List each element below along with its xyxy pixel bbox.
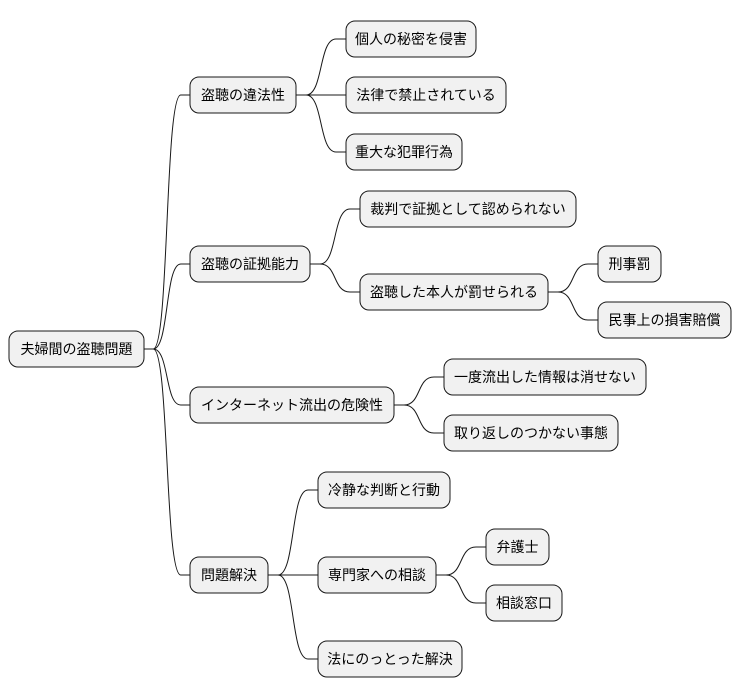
- edge-consult-expert-to-consultation-desk: [436, 574, 486, 604]
- edge-eavesdropper-punished-to-civil-damages: [548, 291, 598, 321]
- node-box: [485, 528, 550, 566]
- edge-evidence-to-eavesdropper-punished: [310, 263, 360, 293]
- node-civil-damages: 民事上の損害賠償: [597, 301, 732, 339]
- node-box: [189, 245, 311, 283]
- node-box: [597, 245, 662, 283]
- node-label: 法にのっとった解決: [327, 652, 453, 668]
- node-box: [443, 414, 619, 452]
- node-box: [345, 76, 507, 114]
- node-box: [597, 301, 732, 339]
- node-box: [485, 584, 563, 622]
- node-criminal-penalty: 刑事罰: [597, 245, 662, 283]
- edge-root-to-internet-risk: [144, 348, 190, 406]
- node-label: 弁護士: [497, 540, 539, 556]
- edge-root-to-evidence: [144, 263, 190, 350]
- node-label: 個人の秘密を侵害: [355, 31, 467, 48]
- node-label: 専門家への相談: [328, 567, 426, 584]
- node-label: 盗聴の違法性: [201, 88, 285, 104]
- node-label: 民事上の損害賠償: [609, 313, 721, 329]
- node-label: 重大な犯罪行為: [355, 145, 453, 161]
- edge-illegality-to-privacy-violation: [296, 38, 346, 96]
- node-label: 盗聴した本人が罰せられる: [370, 285, 538, 301]
- node-label: 盗聴の証拠能力: [201, 257, 299, 273]
- node-prohibited-by-law: 法律で禁止されている: [345, 76, 507, 114]
- node-box: [189, 556, 269, 594]
- node-label: 取り返しのつかない事態: [454, 426, 608, 442]
- node-box: [189, 76, 297, 114]
- node-label: 夫婦間の盗聴問題: [21, 341, 133, 358]
- node-label: 刑事罰: [609, 257, 651, 273]
- edge-eavesdropper-punished-to-criminal-penalty: [548, 263, 598, 293]
- node-label: 一度流出した情報は消せない: [454, 370, 636, 386]
- node-label: 法律で禁止されている: [356, 88, 496, 104]
- node-box: [317, 640, 463, 678]
- node-evidence: 盗聴の証拠能力: [189, 245, 311, 283]
- node-legal-resolution: 法にのっとった解決: [317, 640, 463, 678]
- node-consultation-desk: 相談窓口: [485, 584, 563, 622]
- node-irreversible: 取り返しのつかない事態: [443, 414, 619, 452]
- node-box: [345, 20, 477, 58]
- node-cannot-erase: 一度流出した情報は消せない: [443, 358, 647, 396]
- edge-consult-expert-to-lawyer: [436, 546, 486, 576]
- node-lawyer: 弁護士: [485, 528, 550, 566]
- node-consult-expert: 専門家への相談: [317, 556, 437, 594]
- node-label: インターネット流出の危険性: [201, 398, 383, 414]
- node-box: [359, 273, 549, 311]
- node-label: 冷静な判断と行動: [328, 483, 440, 499]
- node-box: [8, 330, 145, 368]
- node-internet-risk: インターネット流出の危険性: [189, 386, 395, 424]
- node-label: 問題解決: [201, 568, 257, 584]
- node-box: [317, 471, 451, 509]
- node-privacy-violation: 個人の秘密を侵害: [345, 20, 477, 58]
- node-root: 夫婦間の盗聴問題: [8, 330, 145, 368]
- node-box: [189, 386, 395, 424]
- edges-layer: [144, 38, 598, 660]
- node-box: [345, 133, 463, 171]
- node-label: 裁判で証拠として認められない: [370, 202, 566, 218]
- edge-root-to-illegality: [144, 94, 190, 350]
- edge-root-to-solution: [144, 348, 190, 576]
- node-eavesdropper-punished: 盗聴した本人が罰せられる: [359, 273, 549, 311]
- node-illegality: 盗聴の違法性: [189, 76, 297, 114]
- node-calm-action: 冷静な判断と行動: [317, 471, 451, 509]
- edge-internet-risk-to-cannot-erase: [394, 376, 444, 406]
- edge-evidence-to-not-admissible: [310, 208, 360, 265]
- node-solution: 問題解決: [189, 556, 269, 594]
- node-not-admissible: 裁判で証拠として認められない: [359, 190, 577, 228]
- node-serious-crime: 重大な犯罪行為: [345, 133, 463, 171]
- node-label: 相談窓口: [496, 595, 552, 612]
- edge-solution-to-legal-resolution: [268, 574, 318, 660]
- edge-illegality-to-serious-crime: [296, 94, 346, 153]
- edge-solution-to-calm-action: [268, 489, 318, 576]
- node-box: [317, 556, 437, 594]
- edge-internet-risk-to-irreversible: [394, 404, 444, 434]
- node-box: [359, 190, 577, 228]
- node-box: [443, 358, 647, 396]
